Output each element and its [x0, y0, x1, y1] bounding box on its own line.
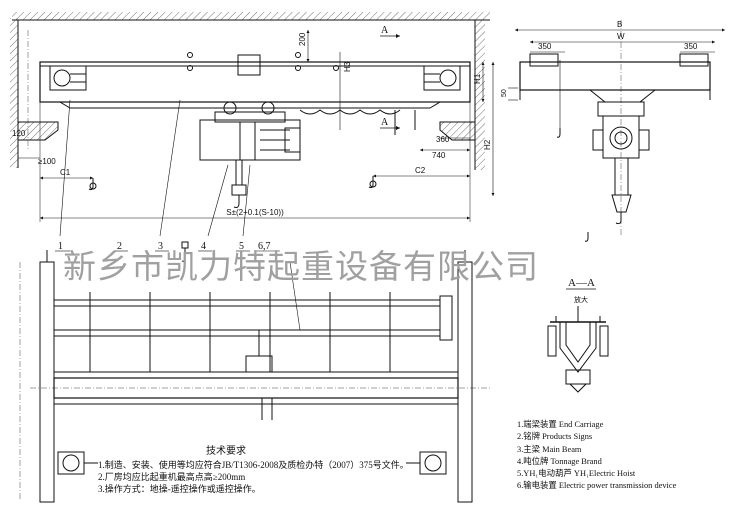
side-view	[508, 20, 725, 242]
legend-item: 4.吨位牌 Tonnage Brand	[517, 456, 602, 466]
notes-title: 技术要求	[206, 446, 246, 457]
dim-c1: C1	[60, 168, 71, 177]
section-mark-lower: A	[381, 117, 389, 128]
section-mark-top: A	[381, 25, 389, 36]
legend-item: 2.铭牌 Products Signs	[517, 432, 593, 442]
front-elevation	[10, 12, 495, 237]
dim-w: W	[617, 32, 625, 41]
dim-120: 120	[12, 129, 26, 138]
technical-requirements: 技术要求 1.制造、安装、使用等均应符合JB/T1306-2008及质检办特（2…	[98, 446, 428, 495]
plan-view	[19, 241, 490, 503]
dim-740: 740	[432, 151, 446, 160]
dim-h1: H1	[473, 73, 482, 84]
dim-b: B	[617, 20, 622, 29]
dim-h2: H2	[483, 139, 492, 150]
callout-1: 1	[58, 241, 63, 252]
callout-2: 2	[117, 241, 122, 252]
dim-h3: H3	[343, 61, 352, 72]
dim-200: 200	[298, 32, 307, 46]
legend-item: 3.主梁 Main Beam	[517, 444, 582, 454]
section-enlarge-label: 放大	[574, 295, 588, 304]
callout-4: 4	[201, 241, 206, 252]
dim-350-right: 350	[684, 42, 698, 51]
callout-6-7: 6,7	[258, 241, 271, 252]
dim-50: 50	[501, 89, 508, 97]
note-item: 1.制造、安装、使用等均应符合JB/T1306-2008及质检办特（2007）3…	[98, 460, 409, 470]
dim-100: ≥100	[38, 157, 56, 166]
legend-item: 5.YH₁电动葫芦 YH₁Electric Hoist	[517, 469, 636, 479]
span-dimension: S±(2+0.1(S-10))	[226, 208, 284, 217]
dim-350-left: 350	[538, 42, 552, 51]
callout-5: 5	[239, 241, 244, 252]
section-title: A—A	[568, 277, 595, 289]
parts-legend: 1.端梁装置 End Carriage 2.铭牌 Products Signs …	[517, 419, 727, 493]
dim-c2: C2	[415, 166, 426, 175]
note-item: 2.厂房均应比起重机最高点高≥200mm	[98, 472, 246, 482]
legend-item: 1.端梁装置 End Carriage	[517, 420, 604, 429]
dim-360: 360	[436, 135, 450, 144]
section-a-a	[547, 306, 609, 393]
note-item: 3.操作方式：地操-遥控操作或遥控操作。	[98, 484, 261, 494]
legend-item: 6.输电装置 Electric power transmission devic…	[517, 481, 677, 491]
callout-3: 3	[158, 241, 163, 252]
company-watermark: 新乡市凯力特起重设备有限公司	[63, 247, 539, 286]
